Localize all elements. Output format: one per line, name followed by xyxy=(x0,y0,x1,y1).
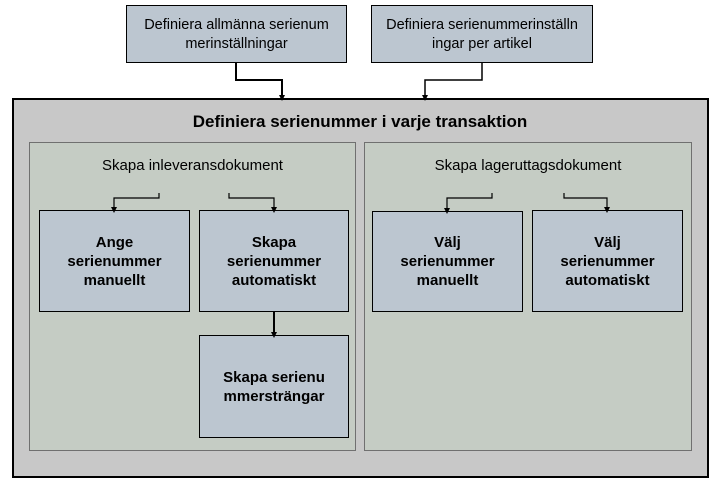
create-strings-box: Skapa serienummersträngar xyxy=(199,335,349,438)
receipt-panel-title: Skapa inleveransdokument xyxy=(102,157,283,174)
per-item-settings-box: Definiera serienummerinställningar per a… xyxy=(371,5,593,63)
connector-item-to-outer xyxy=(422,63,483,101)
transaction-container-title: Definiera serienummer i varje transaktio… xyxy=(192,112,528,131)
select-manual-box: Välj serienummer manuellt xyxy=(372,211,523,312)
select-auto-label: Välj serienummer automatiskt xyxy=(560,233,655,289)
connector-general-to-outer xyxy=(235,63,285,101)
select-manual-label: Välj serienummer manuellt xyxy=(400,234,495,289)
general-settings-label: Definiera allmänna serienummerinställnin… xyxy=(144,17,329,52)
per-item-settings-label: Definiera serienummerinställningar per a… xyxy=(386,17,578,52)
issue-panel-title: Skapa lageruttagsdokument xyxy=(434,157,622,174)
general-settings-box: Definiera allmänna serienummerinställnin… xyxy=(126,5,347,63)
create-strings-label: Skapa serienummersträngar xyxy=(223,368,325,405)
create-auto-box: Skapa serienummer automatiskt xyxy=(199,210,349,312)
create-auto-label: Skapa serienummer automatiskt xyxy=(226,233,322,289)
select-auto-box: Välj serienummer automatiskt xyxy=(532,210,683,312)
enter-manual-label: Ange serienummer manuellt xyxy=(67,233,162,289)
enter-manual-box: Ange serienummer manuellt xyxy=(39,210,190,312)
